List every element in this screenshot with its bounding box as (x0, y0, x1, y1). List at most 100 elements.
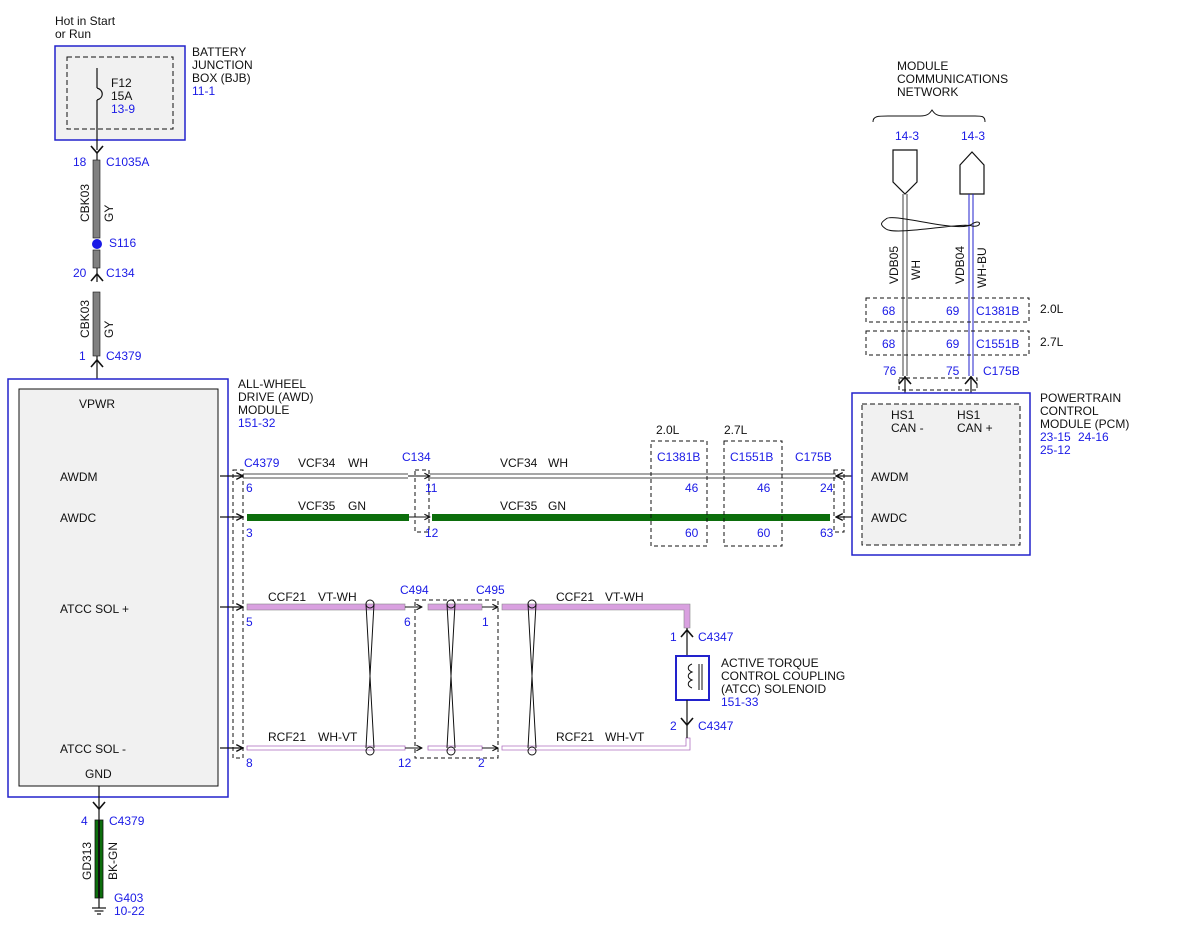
can-pin-60-a: 60 (685, 526, 699, 540)
connector-c4347-top-icon (680, 628, 694, 638)
pcm-body (861, 403, 1021, 546)
can-c1551b-label: C1551B (730, 450, 773, 464)
awd-pin-atcc-sol-minus: ATCC SOL - (60, 742, 126, 756)
wire-ccf21-a-circuit: CCF21 (268, 590, 306, 604)
wire-vcf35-a-circuit: VCF35 (298, 499, 336, 513)
splice-s116-label: S116 (109, 236, 136, 250)
awdm-pin-c134: 11 (425, 481, 438, 495)
pcm-ref-a: 23-15 (1040, 430, 1071, 444)
ground-pin: 4 (81, 814, 88, 828)
wire-vcf35-a (247, 514, 409, 521)
pcm-title-line1: POWERTRAIN (1040, 391, 1121, 405)
hot-label-line1: Hot in Start (55, 14, 116, 28)
connector-c4379-ground-icon (92, 801, 106, 811)
pcm-ref-c: 25-12 (1040, 443, 1071, 457)
awd-pin-awdc: AWDC (60, 511, 97, 525)
fuse-ref: 13-9 (111, 102, 135, 116)
solenoid-ref: 151-33 (721, 695, 759, 709)
atcc-c494-label: C494 (400, 583, 429, 597)
wire-rcf21-c-circuit: RCF21 (556, 730, 594, 744)
awd-title-line3: MODULE (238, 403, 289, 417)
pcm-ref-b: 24-16 (1078, 430, 1109, 444)
wire-vcf34-b-circuit: VCF34 (500, 456, 538, 470)
atcc-pin-5: 5 (246, 615, 253, 629)
bjb-title-line1: BATTERY (192, 45, 246, 59)
network-title-line2: COMMUNICATIONS (897, 72, 1008, 86)
awd-module-body (18, 388, 219, 787)
network-label-20l: 2.0L (1040, 302, 1064, 316)
pcm-pin-awdc: AWDC (871, 511, 908, 525)
solenoid-title-line2: CONTROL COUPLING (721, 669, 845, 683)
bjb-title-line2: JUNCTION (192, 58, 253, 72)
ground-conn: C4379 (109, 814, 145, 828)
wire-ccf21-a (246, 603, 406, 611)
wire-rcf21-a (246, 745, 406, 751)
wire-gd313-color: BK-GN (106, 842, 120, 880)
wire-cbk03-a (92, 159, 101, 239)
pcm-can-plus: CAN + (957, 421, 993, 435)
wire-ccf21-c-circuit: CCF21 (556, 590, 594, 604)
c1381b-dashed-connector (650, 440, 708, 547)
wire-cbk03-b (92, 291, 101, 357)
bjb-box (54, 45, 186, 141)
wire-cbk03-a-color: GY (102, 205, 116, 222)
wire-vcf35-b (432, 514, 830, 521)
fuse-rating: 15A (111, 89, 132, 103)
network-brace (872, 109, 986, 123)
pcm-hs1-left: HS1 (891, 408, 915, 422)
awd-title-line1: ALL-WHEEL (238, 377, 306, 391)
wire-gd313-circuit: GD313 (80, 842, 94, 880)
solenoid-conn-bottom: C4347 (698, 719, 734, 733)
network-pin-69b: 69 (946, 337, 960, 351)
wire-vdb05-color: WH (909, 260, 923, 280)
connector-c134-icon (90, 272, 104, 282)
twist-symbols (365, 599, 537, 756)
solenoid-conn-top: C4347 (698, 630, 734, 644)
wire-ccf21-a-color: VT-WH (318, 590, 357, 604)
network-label-27l: 2.7L (1040, 335, 1064, 349)
can-pin-24: 24 (820, 481, 834, 495)
network-pin-75: 75 (946, 364, 960, 378)
wire-rcf21-a-color: WH-VT (318, 730, 358, 744)
can-c134-label: C134 (402, 450, 431, 464)
bjb-title-line3: BOX (BJB) (192, 71, 251, 85)
pcm-can-minus: CAN - (891, 421, 924, 435)
c134-dashed-connector (414, 469, 430, 533)
network-ref-left: 14-3 (895, 129, 919, 143)
wire-cbk03-a-circuit: CBK03 (78, 184, 92, 222)
c1551b-dashed-connector (723, 440, 783, 547)
solenoid-coil-icon (687, 663, 703, 690)
network-arrow-right-icon (959, 151, 985, 195)
wire-vcf34-a-circuit: VCF34 (298, 456, 336, 470)
solenoid-pin-bottom: 2 (670, 719, 677, 733)
atcc-pin-2: 2 (478, 756, 485, 770)
bjb-ref: 11-1 (192, 84, 215, 98)
wire-cbk03-b-circuit: CBK03 (78, 300, 92, 338)
pcm-title-line2: CONTROL (1040, 404, 1099, 418)
atcc-pin-8: 8 (246, 756, 253, 770)
network-arrow-left-icon (892, 149, 918, 195)
wire-vdb04-circuit: VDB04 (953, 246, 967, 284)
awdc-pin-awd: 3 (246, 526, 253, 540)
wire-vcf35-a-color: GN (348, 499, 366, 513)
awd-pin-awdm: AWDM (60, 470, 98, 484)
awd-ref: 151-32 (238, 416, 276, 430)
c1035a-label: C1035A (106, 155, 149, 169)
solenoid-title-line3: (ATCC) SOLENOID (721, 682, 826, 696)
network-pin-69a: 69 (946, 304, 960, 318)
network-c1551b: C1551B (976, 337, 1019, 351)
can-pin-46-a: 46 (685, 481, 699, 495)
network-c1381b-dashed (865, 297, 1030, 323)
can-label-20l: 2.0L (656, 423, 680, 437)
hot-label-line2: or Run (55, 27, 91, 41)
can-pin-63: 63 (820, 526, 834, 540)
c4379-dashed-connector (232, 469, 244, 759)
c494-c495-dashed-connector (414, 599, 499, 759)
c4379-pin: 1 (79, 349, 86, 363)
awd-title-line2: DRIVE (AWD) (238, 390, 314, 404)
atcc-c495-label: C495 (476, 583, 505, 597)
atcc-pin-1: 1 (482, 615, 489, 629)
network-pin-68b: 68 (882, 337, 896, 351)
network-c175b: C175B (983, 364, 1020, 378)
network-title-line1: MODULE (897, 59, 948, 73)
